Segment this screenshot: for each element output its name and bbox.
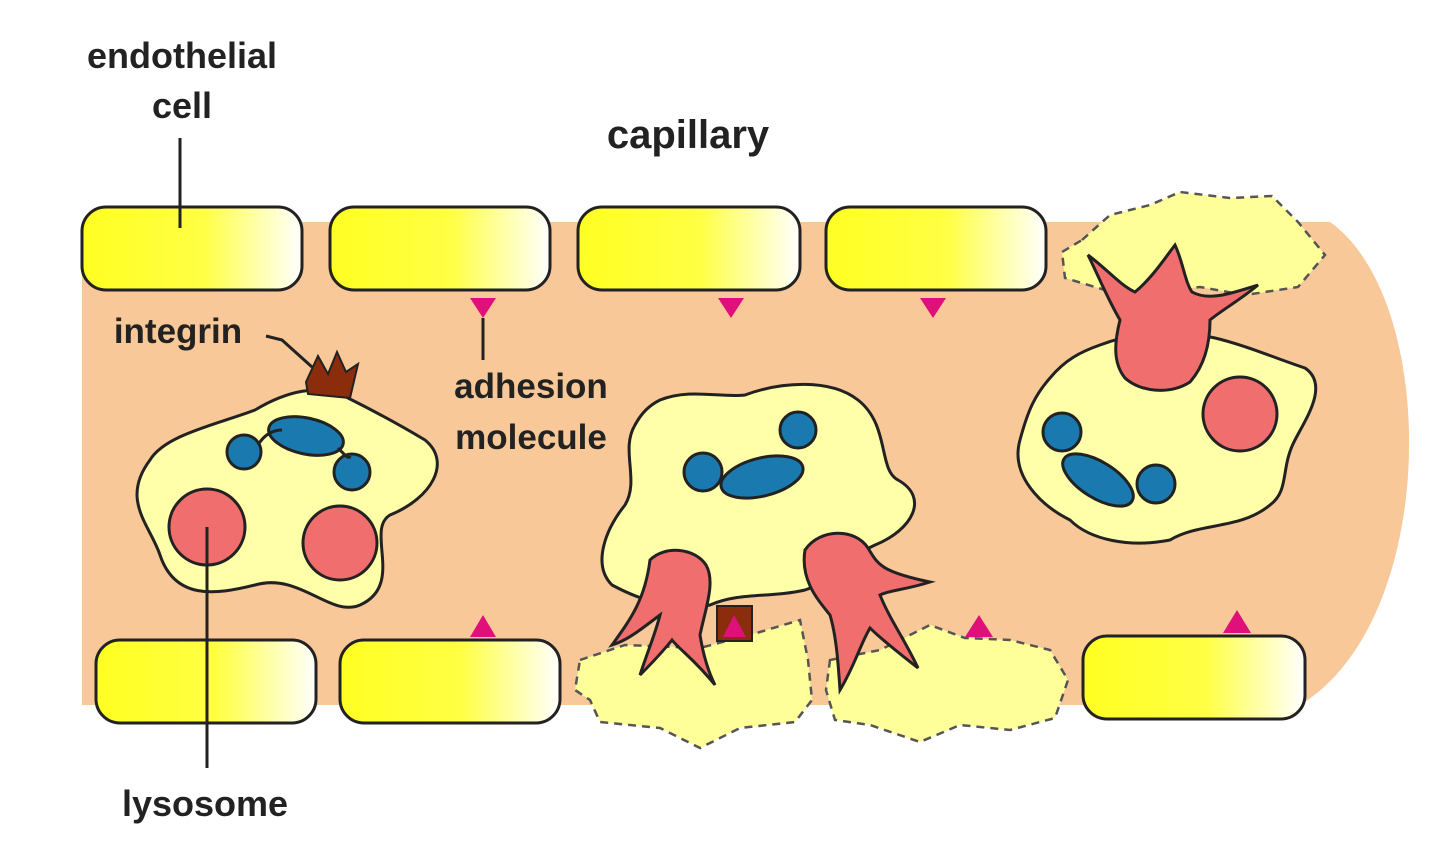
pseudopod — [608, 548, 717, 686]
endothelial-cells-top — [80, 205, 1048, 292]
leukocyte-middle — [600, 382, 936, 695]
nucleus-lobe — [332, 452, 372, 492]
endothelial-cell — [80, 205, 304, 292]
adhesion-molecule — [920, 298, 946, 318]
damaged-endothelial-cell — [1060, 190, 1327, 297]
label-integrin: integrin — [114, 312, 242, 351]
nucleus — [225, 415, 372, 492]
pseudopod — [1086, 242, 1259, 392]
adhesion-molecule — [723, 615, 746, 637]
nucleus-lobe — [225, 433, 263, 471]
adhesion-molecule — [1223, 610, 1251, 633]
nucleus-lobe — [1041, 411, 1083, 453]
label-capillary: capillary — [607, 113, 770, 157]
leukocyte-right — [1016, 242, 1318, 545]
lysosome — [1201, 375, 1279, 453]
adhesion-molecule — [470, 298, 496, 318]
leukocyte-left — [135, 349, 439, 609]
adhesion-molecule — [965, 615, 993, 637]
label-endothelial-line1: endothelial — [87, 35, 277, 76]
nucleus-lobe — [682, 451, 724, 493]
integrin — [304, 349, 360, 400]
pseudopod — [802, 531, 936, 695]
endothelial-cell — [338, 638, 562, 725]
adhesion-molecule — [470, 615, 496, 637]
nucleus-lobe — [778, 410, 818, 450]
nucleus-lobe — [1135, 463, 1177, 505]
endothelial-cell — [576, 205, 802, 292]
nucleus-lobe — [1061, 452, 1135, 508]
adhesion-molecules — [470, 298, 1251, 637]
nucleus-lobe — [719, 454, 805, 500]
adhesion-molecule — [718, 298, 744, 318]
label-endothelial-line2: cell — [152, 85, 212, 126]
label-lysosome: lysosome — [122, 783, 288, 824]
label-adhesion-line2: molecule — [455, 418, 607, 457]
endothelial-cell — [328, 205, 552, 292]
endothelial-cell — [824, 205, 1048, 292]
endothelial-cell — [1081, 634, 1307, 721]
lysosome — [301, 504, 379, 582]
leader-line-integrin — [265, 334, 314, 369]
nucleus-lobe — [267, 415, 345, 457]
damaged-endothelial-cell — [573, 618, 814, 750]
label-adhesion-line1: adhesion — [454, 367, 608, 406]
damaged-endothelial-cell — [824, 623, 1070, 744]
